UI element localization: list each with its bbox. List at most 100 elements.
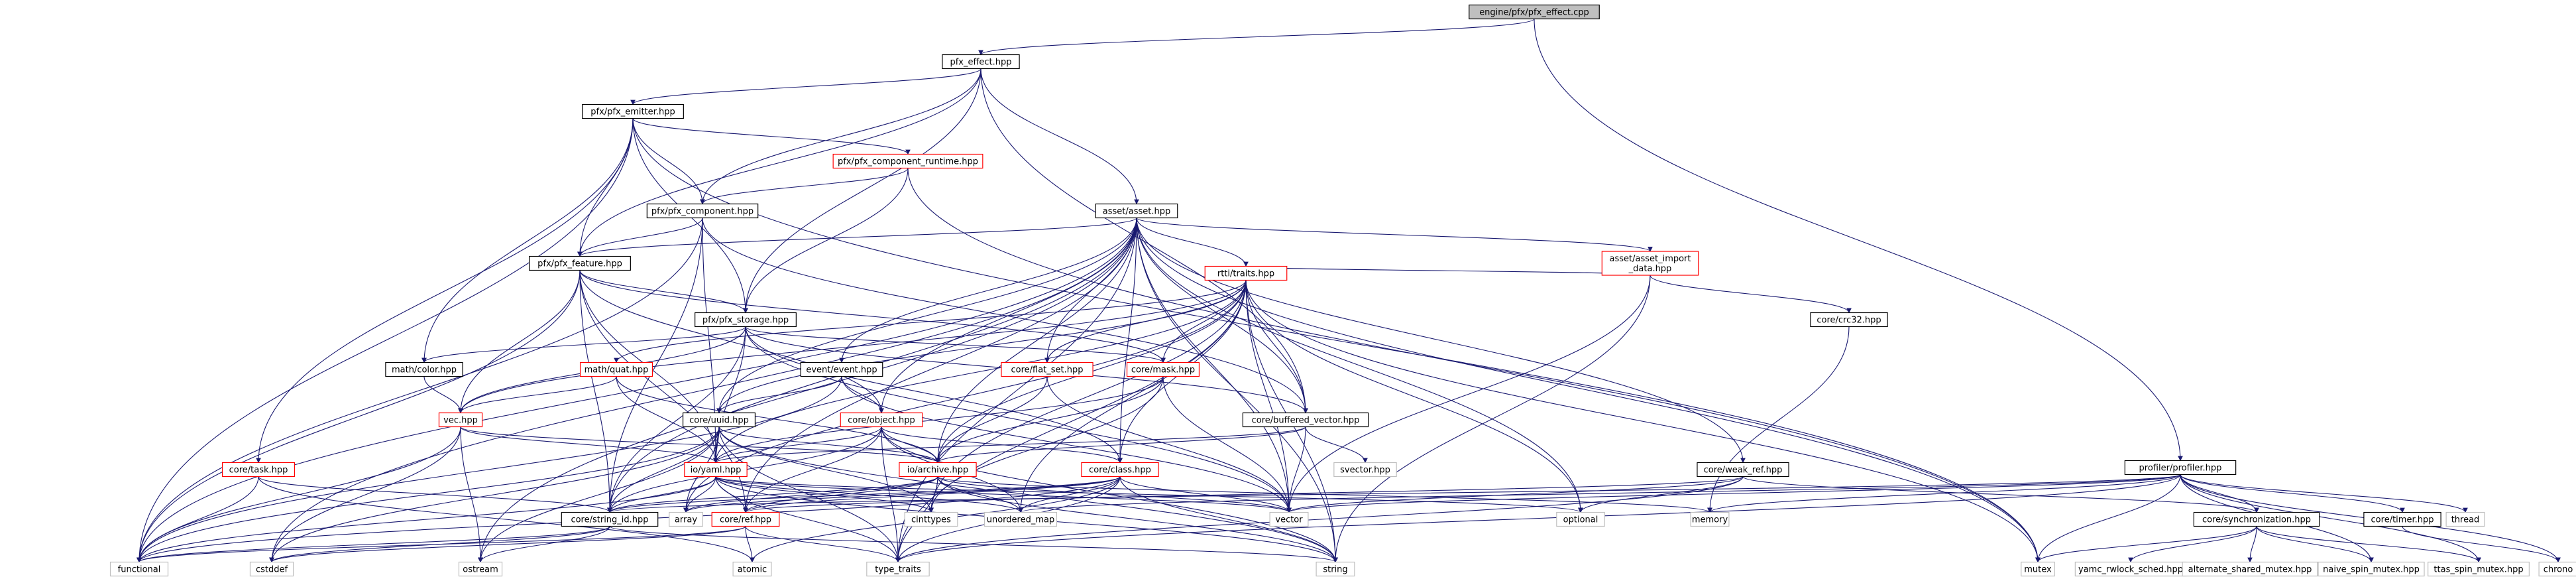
node-yamc[interactable]: yamc_rwlock_sched.hpp bbox=[2074, 561, 2187, 577]
node-thread[interactable]: thread bbox=[2445, 511, 2485, 527]
edge bbox=[928, 280, 1247, 513]
edge-core-string-id-to-functional bbox=[137, 526, 610, 563]
node-label: core/string_id.hpp bbox=[571, 515, 648, 525]
node-cinttypes[interactable]: cinttypes bbox=[904, 511, 958, 527]
edge-core-sync-to-alt-mutex bbox=[2247, 526, 2257, 563]
node-label: core/flat_set.hpp bbox=[1011, 365, 1083, 375]
node-math-quat[interactable]: math/quat.hpp bbox=[579, 361, 653, 377]
node-vector[interactable]: vector bbox=[1269, 511, 1309, 527]
edge bbox=[1742, 476, 2259, 513]
node-asset[interactable]: asset/asset.hpp bbox=[1095, 203, 1178, 219]
edge bbox=[683, 476, 1121, 513]
node-type-traits[interactable]: type_traits bbox=[866, 561, 930, 577]
node-pfx-component[interactable]: pfx/pfx_component.hpp bbox=[646, 203, 759, 219]
node-box bbox=[1081, 462, 1159, 478]
node-core-sync[interactable]: core/synchronization.hpp bbox=[2193, 511, 2320, 527]
node-core-crc32[interactable]: core/crc32.hpp bbox=[1810, 312, 1888, 328]
edge-pfx-component-to-core-buffered-vector bbox=[702, 218, 1308, 414]
node-pfx-effect[interactable]: pfx_effect.hpp bbox=[942, 54, 1020, 70]
node-functional[interactable]: functional bbox=[109, 561, 169, 577]
edge bbox=[577, 218, 703, 257]
edge bbox=[269, 426, 720, 563]
edge bbox=[137, 526, 610, 563]
node-pfx-storage[interactable]: pfx/pfx_storage.hpp bbox=[695, 312, 797, 328]
node-atomic[interactable]: atomic bbox=[732, 561, 772, 577]
edge bbox=[839, 218, 1137, 363]
node-profiler[interactable]: profiler/profiler.hpp bbox=[2124, 460, 2237, 476]
node-core-uuid[interactable]: core/uuid.hpp bbox=[682, 412, 756, 428]
node-asset-import[interactable]: asset/asset_import_data.hpp bbox=[1601, 251, 1699, 276]
edge bbox=[607, 476, 938, 513]
node-cstddef[interactable]: cstddef bbox=[249, 561, 294, 577]
edge-profiler-to-thread bbox=[2180, 474, 2468, 513]
node-box bbox=[2538, 561, 2576, 577]
node-svector[interactable]: svector.hpp bbox=[1333, 462, 1397, 478]
edge-core-uuid-to-ostream bbox=[478, 426, 720, 563]
node-chrono[interactable]: chrono bbox=[2538, 561, 2576, 577]
node-core-mask[interactable]: core/mask.hpp bbox=[1126, 361, 1200, 377]
edge-layer bbox=[137, 19, 2561, 563]
node-mutex[interactable]: mutex bbox=[2021, 561, 2055, 577]
node-core-weak-ref[interactable]: core/weak_ref.hpp bbox=[1697, 462, 1789, 478]
edge bbox=[841, 376, 1292, 513]
node-memory[interactable]: memory bbox=[1690, 511, 1730, 527]
node-pfx-feature[interactable]: pfx/pfx_feature.hpp bbox=[529, 255, 631, 271]
node-ostream[interactable]: ostream bbox=[458, 561, 503, 577]
node-box bbox=[1469, 4, 1600, 20]
node-box bbox=[904, 511, 958, 527]
node-math-color[interactable]: math/color.hpp bbox=[385, 361, 463, 377]
node-box bbox=[1316, 561, 1355, 577]
node-label: type_traits bbox=[875, 565, 921, 575]
node-pfx-comp-runtime[interactable]: pfx/pfx_component_runtime.hpp bbox=[832, 153, 983, 169]
node-string[interactable]: string bbox=[1316, 561, 1355, 577]
node-box bbox=[2445, 511, 2485, 527]
node-label: thread bbox=[2451, 515, 2480, 525]
node-io-archive[interactable]: io/archive.hpp bbox=[899, 462, 977, 478]
node-core-class[interactable]: core/class.hpp bbox=[1081, 462, 1159, 478]
node-label: core/crc32.hpp bbox=[1817, 316, 1881, 326]
edge-core-class-to-core-ref bbox=[743, 476, 1121, 513]
edge-pfx-emitter-to-pfx-feature bbox=[577, 118, 634, 257]
node-optional[interactable]: optional bbox=[1556, 511, 1605, 527]
node-array[interactable]: array bbox=[669, 511, 703, 527]
edge-rtti-traits-to-optional bbox=[1245, 280, 1583, 513]
node-rtti-traits[interactable]: rtti/traits.hpp bbox=[1204, 265, 1288, 281]
node-ttas-mutex[interactable]: ttas_spin_mutex.hpp bbox=[2428, 561, 2530, 577]
node-core-buffered-vector[interactable]: core/buffered_vector.hpp bbox=[1242, 412, 1369, 428]
edge-asset-to-rtti-traits bbox=[1136, 218, 1249, 267]
edge bbox=[743, 68, 981, 314]
node-core-task[interactable]: core/task.hpp bbox=[221, 462, 296, 478]
node-io-yaml[interactable]: io/yaml.hpp bbox=[684, 462, 748, 478]
node-event-event[interactable]: event/event.hpp bbox=[800, 361, 883, 377]
edge-profiler-to-mutex bbox=[2035, 474, 2181, 563]
edge bbox=[718, 426, 1338, 563]
edge bbox=[258, 476, 612, 513]
edge-core-crc32-to-memory bbox=[1707, 326, 1850, 513]
edge bbox=[2402, 526, 2561, 563]
node-core-ref[interactable]: core/ref.hpp bbox=[711, 511, 780, 527]
node-core-object[interactable]: core/object.hpp bbox=[840, 412, 923, 428]
node-label: naive_spin_mutex.hpp bbox=[2323, 565, 2420, 575]
edge bbox=[935, 376, 1048, 464]
node-naive-mutex[interactable]: naive_spin_mutex.hpp bbox=[2318, 561, 2425, 577]
edge bbox=[458, 280, 1247, 414]
node-core-flat-set[interactable]: core/flat_set.hpp bbox=[1001, 361, 1093, 377]
node-box bbox=[1690, 511, 1730, 527]
node-unordered-map[interactable]: unordered_map bbox=[983, 511, 1058, 527]
node-root[interactable]: engine/pfx/pfx_effect.cpp bbox=[1469, 4, 1600, 20]
edge bbox=[745, 326, 1292, 513]
edge-pfx-comp-runtime-to-pfx-component bbox=[700, 168, 909, 205]
edge-asset-to-io-archive bbox=[935, 218, 1137, 464]
edge bbox=[1136, 218, 1308, 414]
edge bbox=[137, 270, 581, 563]
node-core-timer[interactable]: core/timer.hpp bbox=[2363, 511, 2441, 527]
edge-pfx-storage-to-core-class bbox=[745, 326, 1123, 464]
node-core-string-id[interactable]: core/string_id.hpp bbox=[561, 511, 659, 527]
edge-pfx-emitter-to-mutex bbox=[632, 118, 2041, 563]
node-label: pfx_effect.hpp bbox=[950, 58, 1011, 68]
node-pfx-emitter[interactable]: pfx/pfx_emitter.hpp bbox=[582, 103, 684, 119]
node-alt-mutex[interactable]: alternate_shared_mutex.hpp bbox=[2182, 561, 2318, 577]
edge bbox=[700, 168, 909, 205]
node-box bbox=[695, 312, 797, 328]
node-vec[interactable]: vec.hpp bbox=[438, 412, 483, 428]
